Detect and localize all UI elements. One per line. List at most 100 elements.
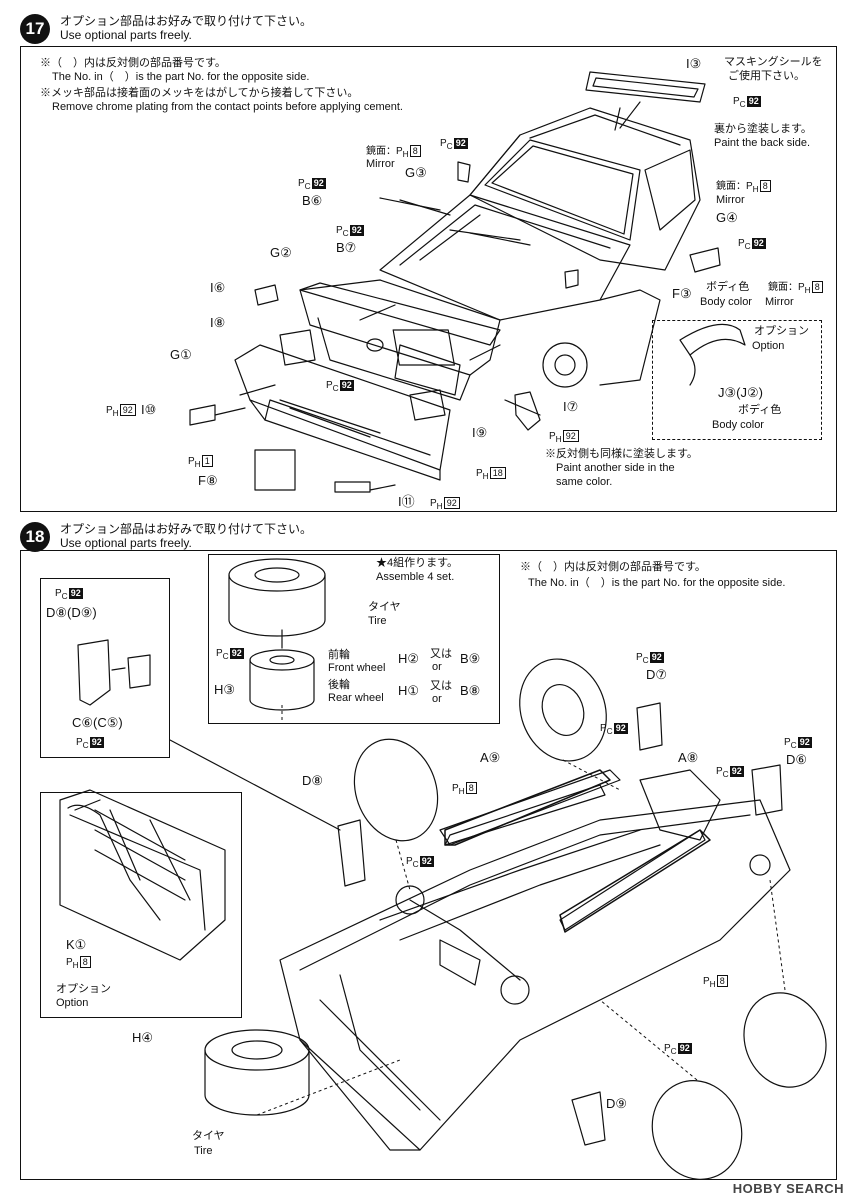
mirror-en-right: Mirror xyxy=(716,194,745,206)
mirror-en-left: Mirror xyxy=(366,158,395,170)
part-i6: I⑥ xyxy=(210,280,226,295)
mirror-jp: 鏡面： xyxy=(768,282,798,293)
or-jp-1: 又は xyxy=(430,648,452,660)
part-d8d9: D⑧(D⑨) xyxy=(46,605,97,620)
mudflap-inset-box xyxy=(40,578,170,758)
masking-seal-jp-2: ご使用下さい。 xyxy=(728,70,805,82)
mirror-en-f3: Mirror xyxy=(765,296,794,308)
paint-code: 92 xyxy=(349,225,364,236)
tire-jp-inset: タイヤ xyxy=(368,601,401,613)
paint-code: 92 xyxy=(751,238,766,249)
part-h3: H③ xyxy=(214,682,236,697)
step-17-title-jp: オプション部品はお好みで取り付けて下さい。 xyxy=(60,14,313,28)
option-jp-17: オプション xyxy=(754,325,809,337)
paint-code: 92 xyxy=(677,1043,692,1054)
paint-code: 8 xyxy=(465,782,477,794)
step-18-note-2: The No. in（ ）is the part No. for the opp… xyxy=(528,577,786,589)
part-d9: D⑨ xyxy=(606,1096,628,1111)
paint-code: 92 xyxy=(68,588,83,599)
paint-code: 92 xyxy=(339,380,354,391)
part-a9: A⑨ xyxy=(480,750,501,765)
masking-seal-jp: マスキングシールを xyxy=(724,56,823,68)
part-i9: I⑨ xyxy=(472,425,488,440)
assemble-jp: ★4組作ります。 xyxy=(376,557,459,569)
paint-code: 18 xyxy=(489,467,506,479)
step-17-note-1: ※（ ）内は反対側の部品番号です。 xyxy=(40,57,226,69)
bed-inset-box xyxy=(40,792,242,1018)
body-color-jp-f3: ボディ色 xyxy=(706,281,750,293)
part-i3: I③ xyxy=(686,56,702,71)
paint-other-en-2: same color. xyxy=(556,476,613,488)
part-b7: B⑦ xyxy=(336,240,357,255)
paint-code: 92 xyxy=(453,138,468,149)
step-18-panel xyxy=(20,550,837,1180)
part-f3: F③ xyxy=(672,286,692,301)
part-k1: K① xyxy=(66,937,87,952)
front-wheel-en: Front wheel xyxy=(328,662,386,674)
part-i8: I⑧ xyxy=(210,315,226,330)
front-wheel-jp: 前輪 xyxy=(328,649,350,661)
part-g2: G② xyxy=(270,245,292,260)
paint-code: 92 xyxy=(89,737,104,748)
step-17-panel xyxy=(20,46,837,512)
part-h2: H② xyxy=(398,651,420,666)
paint-back-jp: 裏から塗装します。 xyxy=(714,123,812,135)
rear-wheel-jp: 後輪 xyxy=(328,679,350,691)
paint-code: 92 xyxy=(229,648,244,659)
paint-code: 92 xyxy=(746,96,761,107)
paint-other-en-1: Paint another side in the xyxy=(556,462,675,474)
option-en-18: Option xyxy=(56,997,89,1009)
paint-code: 92 xyxy=(562,430,579,442)
paint-code: 8 xyxy=(409,145,421,157)
step-18-title-en: Use optional parts freely. xyxy=(60,536,192,550)
assemble-en: Assemble 4 set. xyxy=(376,571,455,583)
paint-code: 92 xyxy=(797,737,812,748)
part-g3: G③ xyxy=(405,165,427,180)
option-en-17: Option xyxy=(752,340,785,352)
paint-code: 92 xyxy=(613,723,628,734)
tire-jp-main: タイヤ xyxy=(192,1130,225,1142)
or-jp-2: 又は xyxy=(430,680,452,692)
part-i10: I⑩ xyxy=(141,402,157,417)
option-box-step17 xyxy=(652,320,822,440)
paint-code: 92 xyxy=(119,404,136,416)
mirror-jp: 鏡面： xyxy=(366,146,396,157)
tire-assembly-box xyxy=(208,554,500,724)
part-b8: B⑧ xyxy=(460,683,481,698)
paint-code: 8 xyxy=(79,956,91,968)
step-17-note-4: Remove chrome plating from the contact p… xyxy=(52,101,403,113)
mirror-jp: 鏡面： xyxy=(716,181,746,192)
part-b9: B⑨ xyxy=(460,651,481,666)
paint-code: 92 xyxy=(419,856,434,867)
or-en-2: or xyxy=(432,693,442,705)
part-f8: F⑧ xyxy=(198,473,218,488)
paint-code: 8 xyxy=(811,281,823,293)
step-18-note-1: ※（ ）内は反対側の部品番号です。 xyxy=(520,561,706,573)
part-d6: D⑥ xyxy=(786,752,808,767)
paint-other-jp: ※反対側も同様に塗装します。 xyxy=(545,448,698,460)
rear-wheel-en: Rear wheel xyxy=(328,692,384,704)
body-color-en-f3: Body color xyxy=(700,296,752,308)
step-17-note-2: The No. in（ ）is the part No. for the opp… xyxy=(52,71,310,83)
watermark: HOBBY SEARCH xyxy=(732,1181,844,1196)
